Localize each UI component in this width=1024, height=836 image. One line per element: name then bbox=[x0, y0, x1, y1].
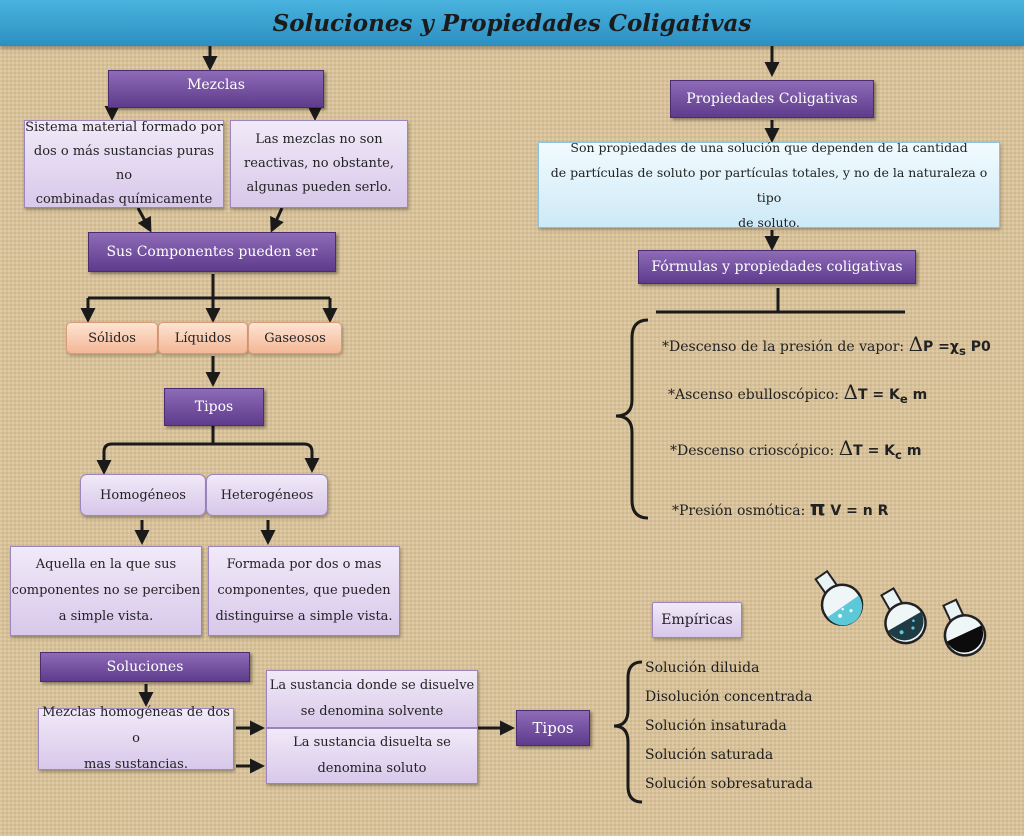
formula-sub: c bbox=[895, 447, 902, 462]
heterogeneo-line: distinguirse a simple vista. bbox=[215, 609, 393, 624]
solvente-line: La sustancia donde se disuelve bbox=[269, 678, 475, 693]
formula-presion-vapor: *Descenso de la presión de vapor: ΔP =χs… bbox=[662, 332, 991, 358]
formula-osmotica: *Presión osmótica: π V = n R bbox=[672, 496, 888, 520]
arrow-note-componentes bbox=[270, 207, 284, 233]
formula-crioscopico: *Descenso crioscópico: ΔT = Kc m bbox=[670, 436, 921, 462]
propiedades-definition-line: Son propiedades de una solución que depe… bbox=[570, 140, 968, 155]
soluciones-definition-line: mas sustancias. bbox=[84, 757, 188, 772]
mezclas-definition-line: dos o más sustancias puras no bbox=[33, 144, 215, 183]
componente-liquidos: Líquidos bbox=[158, 322, 248, 354]
formula-symbol: Δ bbox=[838, 436, 854, 460]
formula-label: *Presión osmótica: bbox=[672, 503, 806, 519]
heterogeneo-line: Formada por dos o mas bbox=[226, 557, 382, 572]
mezclas-note-line: Las mezclas no son bbox=[255, 132, 383, 147]
componentes-node: Sus Componentes pueden ser bbox=[88, 232, 336, 272]
flask-black-icon bbox=[942, 598, 987, 657]
homogeneo-line: a simple vista. bbox=[58, 609, 154, 624]
tipo-label: Homogéneos bbox=[100, 487, 186, 503]
soluto-line: denomina soluto bbox=[317, 761, 427, 776]
formula-expr: T = K bbox=[857, 387, 900, 403]
formula-symbol: Δ bbox=[908, 332, 924, 356]
formula-sub: e bbox=[899, 391, 908, 406]
formula-tail: m bbox=[907, 387, 928, 403]
tipo-heterogeneos: Heterogéneos bbox=[206, 474, 328, 516]
soluciones-label: Soluciones bbox=[106, 659, 184, 675]
soluto-line: La sustancia disuelta se bbox=[293, 735, 451, 750]
formula-expr: V = n R bbox=[825, 503, 889, 519]
componente-label: Gaseosos bbox=[264, 330, 326, 346]
formula-tail: P0 bbox=[965, 339, 991, 355]
mezclas-definition-line: Sistema material formado por bbox=[25, 120, 223, 135]
componente-label: Sólidos bbox=[88, 330, 136, 346]
solucion-tipo-item: Solución diluida bbox=[645, 660, 760, 676]
propiedades-label: Propiedades Coligativas bbox=[686, 91, 858, 107]
propiedades-definition-line: de soluto. bbox=[738, 215, 800, 230]
branch-curve-tipos bbox=[102, 442, 320, 473]
tipos-soluciones-label: Tipos bbox=[532, 719, 574, 737]
tipo-label: Heterogéneos bbox=[220, 487, 314, 503]
flask-dark-blue-icon bbox=[880, 587, 927, 645]
mezclas-note-line: algunas pueden serlo. bbox=[246, 180, 392, 195]
tipos-soluciones-node: Tipos bbox=[516, 710, 590, 746]
bracket-tipos bbox=[613, 660, 643, 804]
componente-solidos: Sólidos bbox=[66, 322, 158, 354]
page-title: Soluciones y Propiedades Coligativas bbox=[272, 9, 752, 37]
formula-symbol: π bbox=[809, 496, 826, 520]
homogeneo-description: Aquella en la que sus componentes no se … bbox=[10, 546, 202, 636]
bracket-formulas bbox=[615, 318, 649, 520]
componente-label: Líquidos bbox=[174, 330, 232, 346]
formula-label: *Ascenso ebulloscópico: bbox=[668, 387, 840, 403]
formulas-label: Fórmulas y propiedades coligativas bbox=[651, 259, 903, 275]
mezclas-definition-line: combinadas químicamente bbox=[35, 192, 213, 207]
heterogeneo-line: componentes, que pueden bbox=[217, 583, 391, 598]
soluciones-definition-box: Mezclas homogéneas de dos o mas sustanci… bbox=[38, 705, 234, 772]
formula-symbol: Δ bbox=[843, 380, 858, 404]
soluciones-definition-line: Mezclas homogéneas de dos o bbox=[42, 705, 230, 746]
formula-sub: s bbox=[958, 343, 966, 358]
propiedades-node: Propiedades Coligativas bbox=[670, 80, 874, 118]
homogeneo-line: componentes no se perciben bbox=[11, 583, 201, 598]
title-bar: Soluciones y Propiedades Coligativas bbox=[0, 0, 1024, 46]
solvente-line: se denomina solvente bbox=[300, 704, 444, 719]
soluciones-node: Soluciones bbox=[40, 652, 250, 682]
soluto-box: La sustancia disuelta se denomina soluto bbox=[266, 728, 478, 784]
arrow-def-componentes bbox=[136, 207, 152, 233]
mezclas-label: Mezclas bbox=[187, 77, 245, 93]
empiricas-label: Empíricas bbox=[661, 612, 733, 628]
formula-tail: m bbox=[901, 443, 922, 459]
solvente-box: La sustancia donde se disuelve se denomi… bbox=[266, 670, 478, 728]
tipos-mezclas-node: Tipos bbox=[164, 388, 264, 426]
mezclas-note-box: Las mezclas no son reactivas, no obstant… bbox=[230, 120, 408, 208]
formula-expr: P =χ bbox=[923, 339, 959, 355]
tipos-label: Tipos bbox=[194, 399, 234, 415]
propiedades-definition-box: Son propiedades de una solución que depe… bbox=[538, 140, 1000, 230]
mezclas-definition-box: Sistema material formado por dos o más s… bbox=[24, 120, 224, 208]
homogeneo-line: Aquella en la que sus bbox=[35, 557, 177, 572]
empiricas-node: Empíricas bbox=[652, 602, 742, 638]
flask-light-blue-icon bbox=[814, 569, 864, 626]
formula-label: *Descenso de la presión de vapor: bbox=[662, 339, 905, 355]
heterogeneo-description: Formada por dos o mas componentes, que p… bbox=[208, 546, 400, 636]
solucion-tipo-item: Solución sobresaturada bbox=[645, 776, 813, 792]
formula-expr: T = K bbox=[853, 443, 896, 459]
formula-ebulloscopico: *Ascenso ebulloscópico: ΔT = Ke m bbox=[668, 380, 927, 406]
componentes-label: Sus Componentes pueden ser bbox=[106, 244, 318, 260]
solucion-tipo-item: Disolución concentrada bbox=[645, 689, 813, 705]
mezclas-note-line: reactivas, no obstante, bbox=[244, 156, 394, 171]
tipo-homogeneos: Homogéneos bbox=[80, 474, 206, 516]
solucion-tipo-item: Solución insaturada bbox=[645, 718, 787, 734]
formula-label: *Descenso crioscópico: bbox=[670, 443, 835, 459]
propiedades-definition-line: de partículas de soluto por partículas t… bbox=[550, 165, 988, 205]
formulas-node: Fórmulas y propiedades coligativas bbox=[638, 250, 916, 284]
solucion-tipo-item: Solución saturada bbox=[645, 747, 774, 763]
mezclas-node: Mezclas bbox=[108, 70, 324, 108]
componente-gaseosos: Gaseosos bbox=[248, 322, 342, 354]
